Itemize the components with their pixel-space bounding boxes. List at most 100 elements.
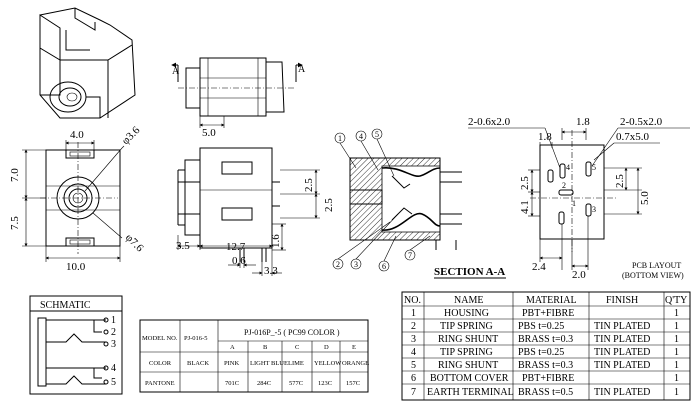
schematic-pin-4: 4 xyxy=(111,363,116,374)
dim-front-hole: φ3.6 xyxy=(120,124,143,147)
variant-d-letter: D xyxy=(324,344,329,351)
bom-cell: 1 xyxy=(411,308,416,319)
top-view: A A 5.0 xyxy=(171,57,306,139)
variant-b-color: LIGHT BLUE xyxy=(250,360,288,367)
front-view: 4.0 φ3.6 φ7.6 7.0 7.5 10.0 xyxy=(9,124,146,273)
pcb-pin-4: 4 xyxy=(566,163,570,172)
bom-cell: BOTTOM COVER xyxy=(430,373,509,384)
bom-header-material: MATERIAL xyxy=(526,295,577,306)
dim-pcb-0-7x5: 0.7x5.0 xyxy=(616,131,650,143)
variant-a-color: PINK xyxy=(224,360,239,367)
bom-cell: 2 xyxy=(411,321,416,332)
bom-cell: PBT+FIBRE xyxy=(522,373,574,384)
dim-pcb-1-8-mid: 1.8 xyxy=(538,131,552,143)
dim-pcb-2-4: 2.4 xyxy=(532,261,546,273)
pcb-pin-5: 5 xyxy=(592,163,596,172)
dim-pcb-2-5-left: 2.5 xyxy=(519,176,531,190)
schematic-box: SCHMATIC 1 2 3 4 5 xyxy=(29,295,123,395)
bom-cell: 1 xyxy=(674,360,679,371)
callout-7: 7 xyxy=(408,251,412,260)
bom-cell: BRASS t=0.3 xyxy=(518,360,573,371)
variant-e-pantone: 157C xyxy=(346,380,360,387)
variant-c-letter: C xyxy=(295,344,299,351)
bom-cell: HOUSING xyxy=(444,308,489,319)
dim-front-outer: φ7.6 xyxy=(123,232,146,255)
callout-6: 6 xyxy=(382,262,386,271)
color-table-header: PJ-016P_-5 ( PC99 COLOR ) xyxy=(244,328,340,337)
variant-d-color: YELLOW xyxy=(314,360,342,367)
variant-a-pantone: 701C xyxy=(225,380,239,387)
bom-header-name: NAME xyxy=(454,295,483,306)
pcb-title: PCB LAYOUT xyxy=(632,261,681,270)
bom-cell: TIN PLATED xyxy=(594,387,650,398)
dim-front-lower: 7.5 xyxy=(9,216,21,230)
dim-side-upper: 2.5 xyxy=(303,178,315,192)
callout-3: 3 xyxy=(354,260,358,269)
dim-pcb-2-5-right: 2.5 xyxy=(614,174,626,188)
pantone-label: PANTONE xyxy=(145,380,175,387)
dim-pcb-hole-a: 2-0.6x2.0 xyxy=(468,116,511,128)
bom-cell: BRASS t=0.5 xyxy=(518,387,573,398)
variant-b-pantone: 284C xyxy=(257,380,271,387)
bom-cell: TIP SPRING xyxy=(440,321,493,332)
bom-cell: TIP SPRING xyxy=(440,347,493,358)
bom-cell: BRASS t=0.3 xyxy=(518,334,573,345)
bom-header-finish: FINISH xyxy=(606,295,638,306)
bom-cell: 1 xyxy=(674,373,679,384)
variant-a-letter: A xyxy=(230,344,235,351)
model-value: PJ-016-5 xyxy=(184,335,207,342)
dim-pcb-5-0: 5.0 xyxy=(639,191,651,205)
side-view: 2.5 2.5 1.6 3.5 12.7 0.6 3.3 xyxy=(176,147,335,277)
color-label: COLOR xyxy=(149,360,172,367)
bom-cell: TIN PLATED xyxy=(594,360,650,371)
variant-c-pantone: 577C xyxy=(289,380,303,387)
dim-side-1-6: 1.6 xyxy=(270,234,282,248)
dim-pcb-4-1: 4.1 xyxy=(519,200,531,214)
dim-pcb-hole-b: 2-0.5x2.0 xyxy=(620,116,663,128)
section-a-a: 1 4 5 2 3 6 7 SECTION A-A xyxy=(332,128,506,279)
pcb-pin-2: 2 xyxy=(562,181,566,190)
bom-cell: PBS t=0.25 xyxy=(518,347,564,358)
bom-cell: TIN PLATED xyxy=(594,321,650,332)
dim-side-3-5: 3.5 xyxy=(176,240,190,252)
dim-pcb-2-0: 2.0 xyxy=(572,269,586,281)
callout-4: 4 xyxy=(359,132,363,141)
bom-cell: 1 xyxy=(674,347,679,358)
variant-e-letter: E xyxy=(352,344,356,351)
schematic-title: SCHMATIC xyxy=(40,300,91,311)
dim-side-12-7: 12.7 xyxy=(226,241,246,253)
bom-table: NO. NAME MATERIAL FINISH Q'TY 1 HOUSING … xyxy=(401,291,691,401)
bom-cell: 6 xyxy=(411,373,416,384)
bom-cell: EARTH TERMINAL xyxy=(427,387,514,398)
dim-side-lower: 2.5 xyxy=(323,198,335,212)
bom-cell: 7 xyxy=(411,387,416,398)
dim-pcb-1-8-top: 1.8 xyxy=(576,116,590,128)
variant-e-color: ORANGE xyxy=(342,360,369,367)
schematic-pin-2: 2 xyxy=(111,327,116,338)
bom-cell: RING SHUNT xyxy=(438,334,498,345)
bom-header-no: NO. xyxy=(404,295,421,306)
bom-cell: TIN PLATED xyxy=(594,334,650,345)
dim-top-width: 5.0 xyxy=(202,127,216,139)
variant-b-letter: B xyxy=(263,344,268,351)
callout-1: 1 xyxy=(338,134,342,143)
bom-cell: RING SHUNT xyxy=(438,360,498,371)
callout-2: 2 xyxy=(336,260,340,269)
bom-cell: PBT+FIBRE xyxy=(522,308,574,319)
bom-cell: 1 xyxy=(674,308,679,319)
pcb-layout: 4 5 2 1 3 2-0.6x2.0 1.8 2-0.5x2.0 1.8 0.… xyxy=(468,116,690,281)
model-label: MODEL NO. xyxy=(142,335,178,342)
callout-5: 5 xyxy=(375,130,379,139)
schematic-pin-3: 3 xyxy=(111,339,116,350)
section-mark-right: A xyxy=(298,64,306,75)
bom-cell: 4 xyxy=(411,347,416,358)
dim-side-3-3: 3.3 xyxy=(264,265,278,277)
pcb-pin-3: 3 xyxy=(592,205,596,214)
color-table: PJ-016P_-5 ( PC99 COLOR ) MODEL NO. PJ-0… xyxy=(139,319,369,393)
section-mark-left: A xyxy=(172,66,180,77)
variant-d-pantone: 123C xyxy=(318,380,332,387)
schematic-pin-5: 5 xyxy=(111,377,116,388)
dim-front-width: 10.0 xyxy=(66,261,86,273)
pcb-pin-1: 1 xyxy=(572,199,576,208)
